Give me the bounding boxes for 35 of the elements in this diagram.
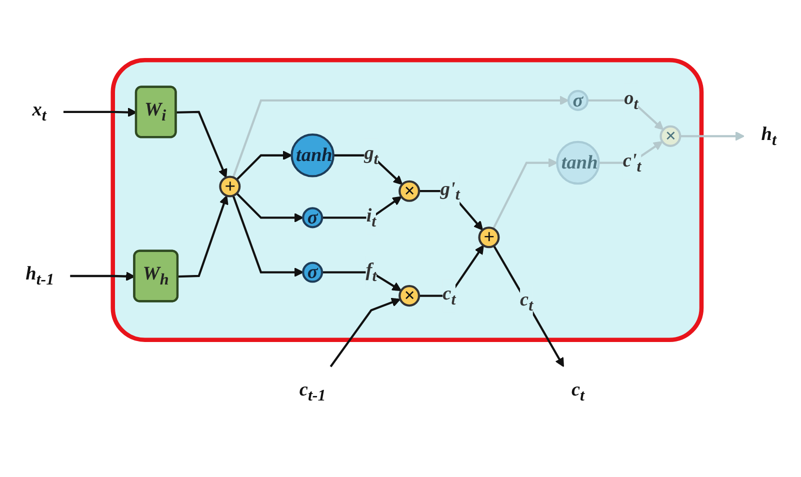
variable-label: x$_{t}$ — [32, 98, 46, 125]
arrow — [322, 271, 402, 292]
weight-box: W$_{i}$ — [134, 86, 177, 138]
arrow — [178, 195, 228, 278]
arrow — [63, 108, 137, 117]
edge-label: g'$_{t}$ — [440, 178, 460, 204]
arrow — [492, 158, 558, 230]
activation-circle: σ — [302, 206, 324, 228]
arrow — [176, 110, 228, 178]
variable-label: c$_{t-1}$ — [299, 378, 326, 405]
edge-label: c$_{t}$ — [520, 288, 534, 315]
activation-circle: tanh — [290, 133, 334, 178]
arrow — [680, 131, 745, 141]
weight-box: W$_{h}$ — [133, 250, 179, 302]
arrow — [232, 195, 304, 277]
arrow — [236, 150, 292, 180]
variable-label: c$_{t}$ — [571, 378, 584, 405]
edge-label: i$_{t}$ — [366, 204, 376, 231]
arrow — [330, 298, 401, 368]
edge-label: o$_{t}$ — [624, 87, 638, 114]
arrow — [70, 272, 136, 282]
edge-label: c'$_{t}$ — [622, 149, 642, 176]
arrow — [492, 245, 564, 368]
operator-circle: + — [478, 226, 500, 248]
edge-label: c$_{t}$ — [442, 282, 456, 309]
activation-circle: tanh — [556, 140, 600, 185]
edge-label: f$_{t}$ — [366, 258, 377, 286]
arrow — [322, 196, 402, 219]
variable-label: h$_{t-1}$ — [26, 262, 54, 289]
cell-frame — [110, 58, 704, 342]
variable-label: h$_{t}$ — [761, 122, 776, 150]
arrow — [236, 192, 304, 222]
edge-label: g$_{t}$ — [364, 142, 378, 168]
operator-circle: + — [219, 175, 241, 198]
activation-circle: σ — [302, 261, 324, 283]
